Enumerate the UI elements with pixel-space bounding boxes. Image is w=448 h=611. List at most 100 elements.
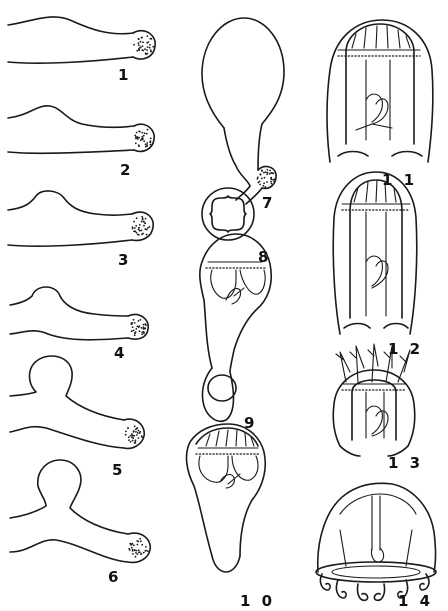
fig-1-stolon (8, 17, 155, 63)
stipple-dot (150, 138, 152, 140)
stipple-dot (144, 222, 146, 224)
stipple-dot (132, 435, 134, 437)
stipple-dot (137, 432, 139, 434)
stipple-dot (272, 179, 274, 181)
stipple-dot (141, 435, 143, 437)
stipple-dot (141, 331, 143, 333)
stipple-dot (138, 137, 140, 139)
stipple-dot (136, 540, 138, 542)
stipple-dot (145, 143, 147, 145)
stipple-dot (139, 431, 141, 433)
fig-12-medusa-elongated (333, 172, 417, 334)
stipple-dot (143, 221, 145, 223)
fig-4-stolon (10, 287, 148, 340)
stipple-dot (133, 435, 135, 437)
stipple-dot (147, 35, 149, 37)
stipple-dot (132, 326, 134, 328)
figure-label-3: 3 (118, 251, 131, 269)
stipple-dot (142, 41, 144, 43)
stipple-dot (273, 181, 275, 183)
stipple-dot (125, 431, 127, 433)
stipple-dot (143, 135, 145, 137)
stipple-dot (267, 169, 269, 171)
stipple-dot (145, 218, 147, 220)
stipple-dot (149, 226, 151, 228)
stipple-dot (141, 234, 143, 236)
stipple-dot (139, 230, 141, 232)
fig-13-medusa-emerging (333, 344, 415, 456)
stipple-dot (132, 440, 134, 442)
stipple-dot (138, 44, 140, 46)
stipple-dot (133, 544, 135, 546)
stipple-dot (263, 172, 265, 174)
stipple-dot (145, 546, 147, 548)
stipple-dot (143, 328, 145, 330)
figure-label-7: 7 (262, 194, 275, 212)
stipple-dot (266, 173, 268, 175)
fig-11-medusa-in-gonotheca (327, 20, 433, 162)
stipple-dot (152, 46, 154, 48)
stipple-dot (143, 552, 145, 554)
fig-3-stolon (8, 191, 153, 246)
stipple-dot (143, 332, 145, 334)
stipple-dot (134, 334, 136, 336)
fig-5-stolon (10, 356, 144, 448)
stipple-dot (137, 136, 139, 138)
stipple-dot (139, 224, 141, 226)
stipple-dot (150, 38, 152, 40)
stipple-dot (136, 427, 138, 429)
stipple-dot (128, 439, 130, 441)
figure-label-14: 1 4 (398, 592, 433, 610)
stipple-dot (132, 437, 134, 439)
stipple-dot (135, 138, 137, 140)
stipple-dot (149, 141, 151, 143)
stipple-dot (137, 138, 139, 140)
stipple-dot (147, 129, 149, 131)
fig-8-cross-section (202, 188, 254, 240)
figure-label-6: 6 (108, 568, 121, 586)
stipple-dot (131, 543, 133, 545)
stipple-dot (150, 144, 152, 146)
stipple-dot (125, 434, 127, 436)
stipple-dot (133, 430, 135, 432)
stipple-dot (141, 136, 143, 138)
stipple-dot (139, 131, 141, 133)
stipple-dot (135, 556, 137, 558)
stipple-dot (141, 37, 143, 39)
stipple-dot (264, 177, 266, 179)
stipple-dot (133, 44, 135, 46)
stipple-dot (146, 49, 148, 51)
stipple-dot (142, 50, 144, 52)
stipple-dot (140, 540, 142, 542)
stipple-dot (141, 221, 143, 223)
figure-label-10: 1 0 (240, 592, 275, 610)
stipple-dot (138, 549, 140, 551)
stipple-dot (267, 172, 269, 174)
figure-label-4: 4 (114, 344, 127, 362)
fig-6-stolon (10, 460, 150, 562)
stipple-dot (145, 550, 147, 552)
stipple-dot (134, 227, 136, 229)
stipple-dot (264, 186, 266, 188)
figure-label-1: 1 (118, 66, 131, 84)
stipple-dot (134, 440, 136, 442)
stipple-dot (135, 143, 137, 145)
stipple-dot (147, 227, 149, 229)
figure-label-5: 5 (112, 461, 125, 479)
stipple-dot (146, 142, 148, 144)
stipple-dot (141, 132, 143, 134)
stipple-dot (141, 333, 143, 335)
stipple-dot (134, 550, 136, 552)
stipple-dot (269, 170, 271, 172)
stipple-dot (140, 553, 142, 555)
stipple-dot (136, 434, 138, 436)
stipple-dot (136, 326, 138, 328)
stipple-dot (145, 146, 147, 148)
stipple-dot (132, 553, 134, 555)
stipple-dot (260, 173, 262, 175)
stipple-dot (138, 144, 140, 146)
stipple-dot (134, 135, 136, 137)
figure-label-13: 1 3 (388, 454, 423, 472)
stipple-dot (150, 49, 152, 51)
stipple-dot (261, 178, 263, 180)
